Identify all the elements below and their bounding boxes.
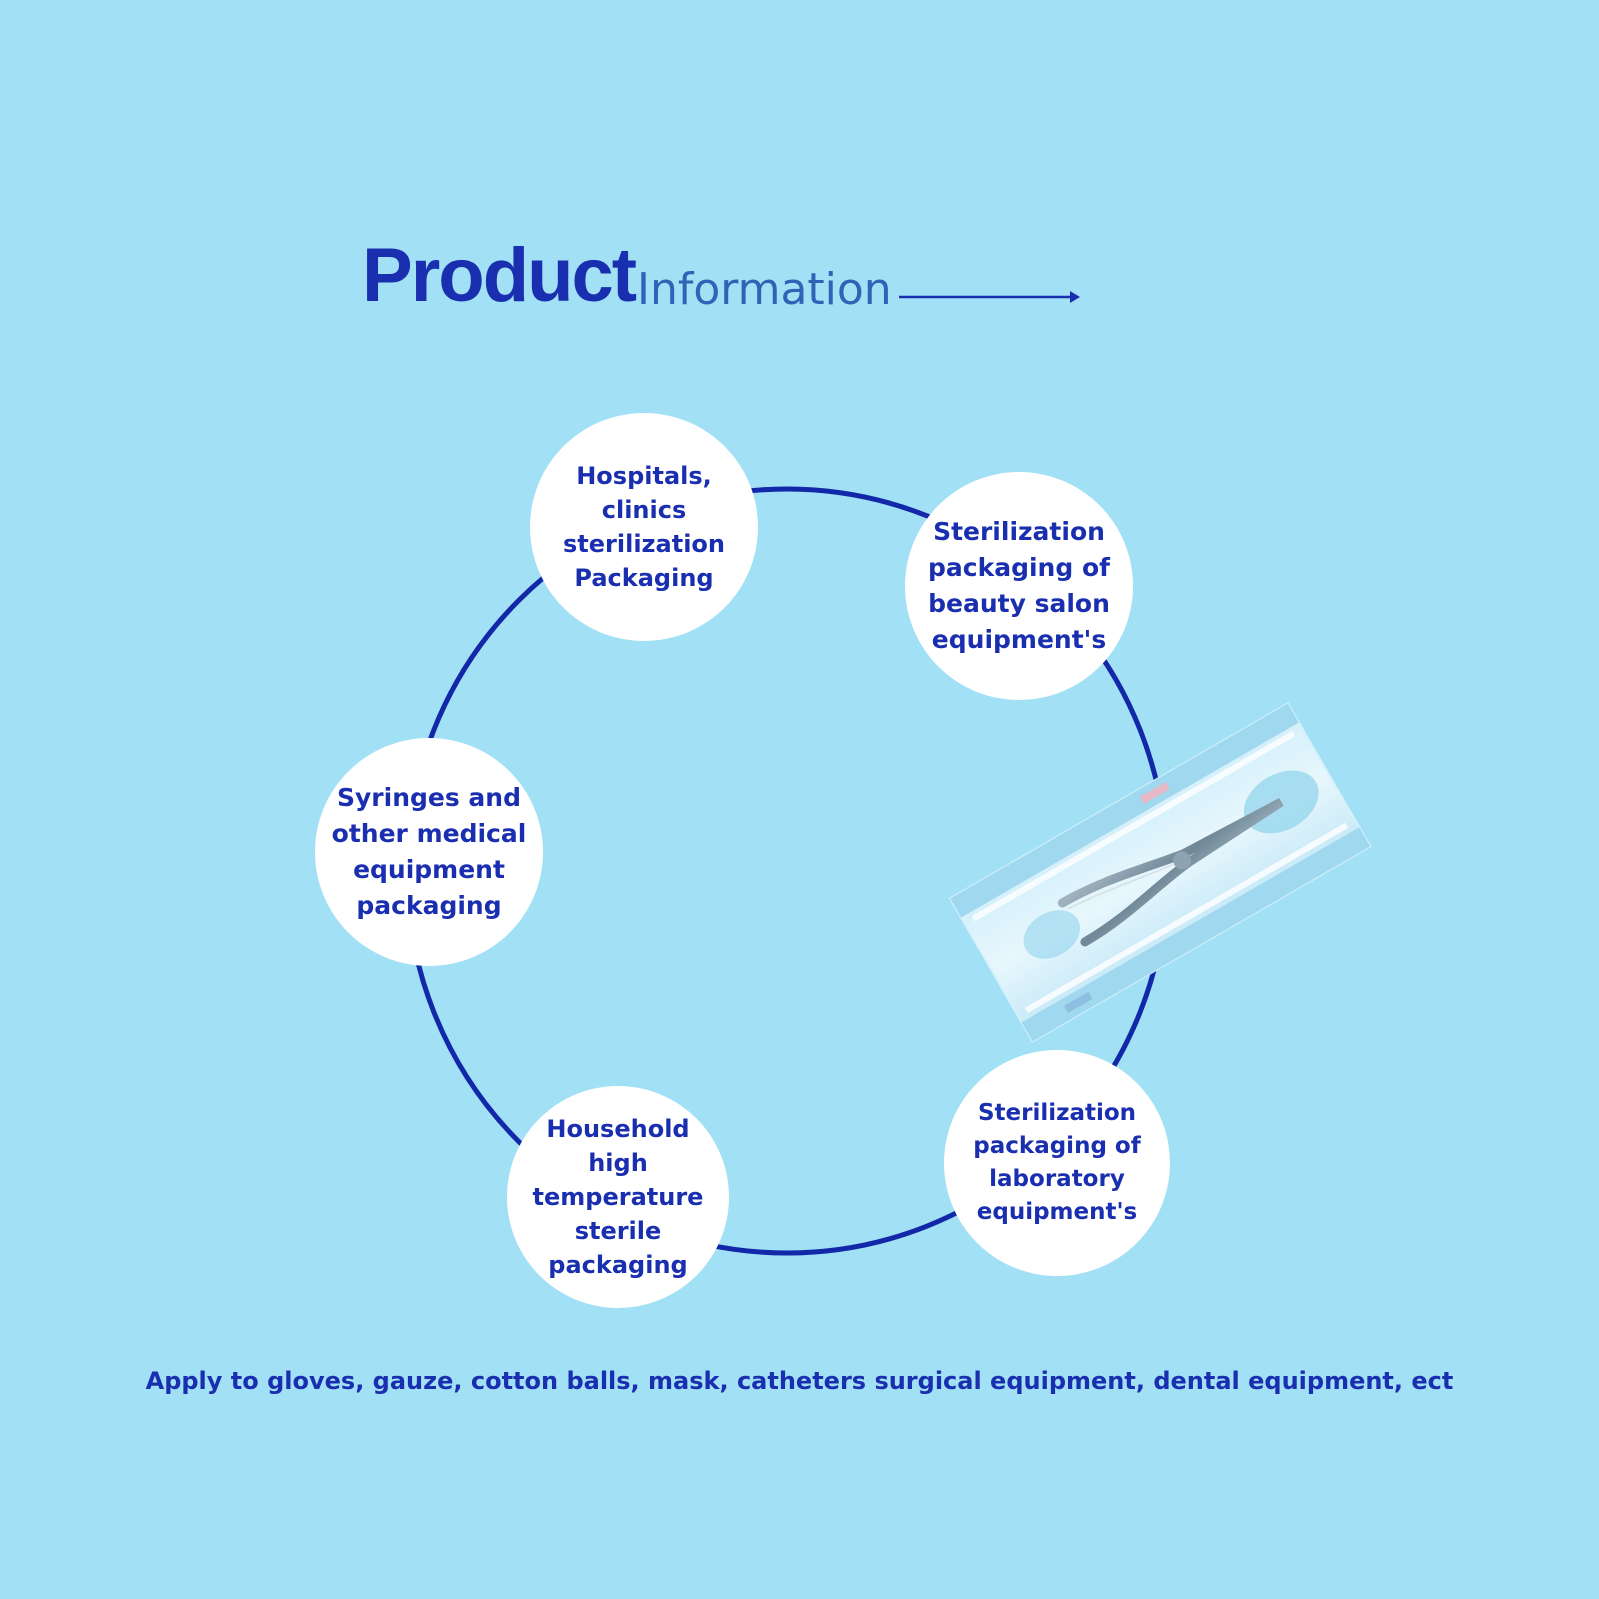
node-laboratory: Sterilization packaging of laboratory eq… xyxy=(944,1050,1170,1276)
node-line: Household high xyxy=(546,1115,690,1177)
node-syringes: Syringes and other medical equipment pac… xyxy=(315,738,543,966)
node-line: sterile xyxy=(574,1217,662,1245)
node-line: packaging xyxy=(548,1251,688,1279)
node-line: Sterilization xyxy=(933,517,1105,546)
node-line: equipment's xyxy=(976,1199,1138,1225)
node-line: Syringes and xyxy=(337,783,521,812)
footer-note: Apply to gloves, gauze, cotton balls, ma… xyxy=(145,1367,1454,1395)
node-line: equipment xyxy=(353,855,505,884)
node-hospitals: Hospitals, clinics sterilization Packagi… xyxy=(530,413,758,641)
node-line: packaging of xyxy=(973,1133,1141,1159)
node-line: packaging of xyxy=(928,553,1110,582)
node-line: clinics xyxy=(601,496,687,524)
node-line: temperature xyxy=(532,1183,704,1211)
page-subtitle: Information xyxy=(637,264,892,315)
sterilization-pouch-with-pliers-icon xyxy=(948,702,1372,1043)
page-title: Product xyxy=(362,233,637,318)
node-household: Household high temperature sterile packa… xyxy=(507,1086,729,1308)
node-line: Hospitals, xyxy=(576,462,712,490)
node-line: beauty salon xyxy=(928,589,1110,618)
node-line: packaging xyxy=(356,891,502,920)
node-line: laboratory xyxy=(989,1166,1125,1192)
node-line: equipment's xyxy=(931,625,1107,654)
node-line: sterilization xyxy=(563,530,725,558)
node-line: Sterilization xyxy=(977,1100,1137,1126)
node-line: Packaging xyxy=(574,564,714,592)
node-beauty-salon: Sterilization packaging of beauty salon … xyxy=(905,472,1133,700)
node-line: other medical xyxy=(331,819,527,848)
header-arrow-icon xyxy=(899,291,1080,303)
